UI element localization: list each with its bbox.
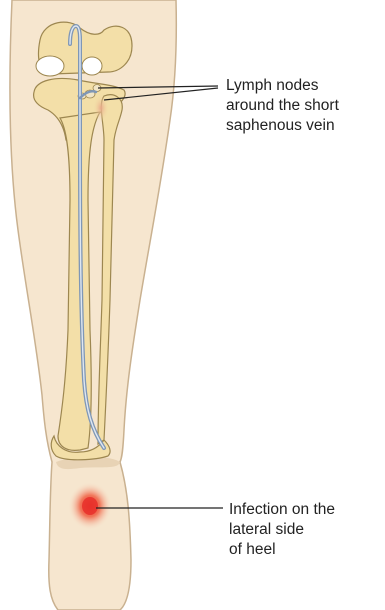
infection-core	[82, 497, 98, 515]
infection-label-line-2: lateral side	[229, 520, 335, 540]
lymph-nodes-label-line-2: around the short	[226, 96, 339, 116]
infection-label: Infection on the lateral side of heel	[229, 500, 335, 560]
condyle-notch-left	[36, 56, 64, 76]
condyle-notch-right	[82, 57, 102, 75]
infection-label-line-1: Infection on the	[229, 500, 335, 520]
lymph-nodes-label-line-3: saphenous vein	[226, 116, 339, 136]
lymph-nodes-label: Lymph nodes around the short saphenous v…	[226, 76, 339, 136]
lymph-node	[93, 94, 109, 122]
lymph-nodes-label-line-1: Lymph nodes	[226, 76, 339, 96]
infection-label-line-3: of heel	[229, 540, 335, 560]
